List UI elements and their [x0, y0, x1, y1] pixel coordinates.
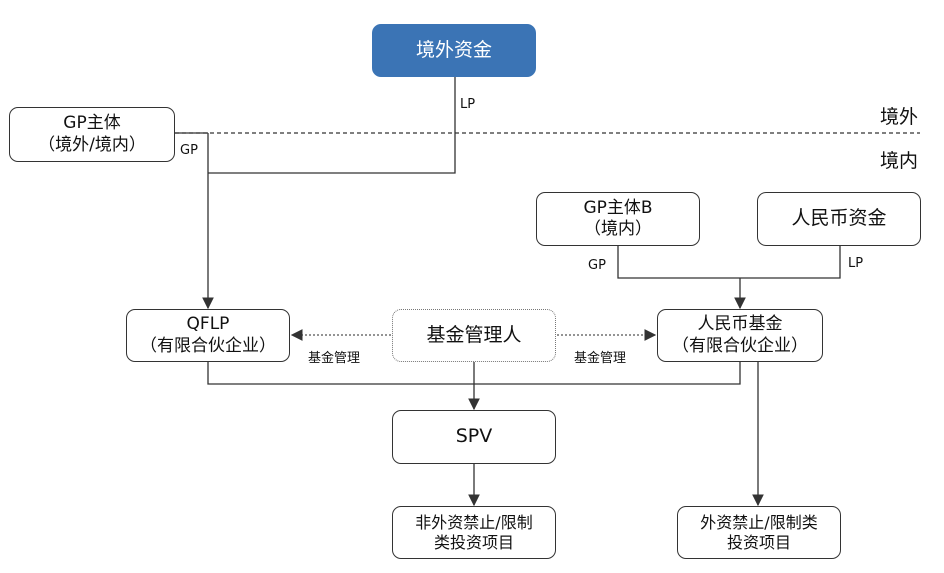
rmb-funds-label: 人民币资金 — [791, 207, 887, 230]
restricted-label-2: 投资项目 — [726, 532, 791, 552]
fund-manager-label: 基金管理人 — [426, 323, 522, 346]
offshore-boundary-label: 境外 — [880, 106, 919, 128]
gp-entity-b-label-2: （境内） — [584, 219, 652, 239]
gp-entity-label-2: （境外/境内） — [38, 134, 146, 155]
fund-manager-node: 基金管理人 — [392, 309, 556, 362]
edge-label-mgmt-left: 基金管理 — [308, 351, 361, 366]
offshore-funds-node: 境外资金 — [372, 24, 536, 77]
edge-label-mgmt-right: 基金管理 — [574, 351, 627, 366]
onshore-boundary-label: 境内 — [880, 150, 919, 172]
edge-label-lp-top: LP — [460, 97, 476, 112]
edge-label-gp-left: GP — [180, 143, 198, 158]
edge-gp-b — [617, 246, 841, 279]
non-restricted-label-2: 类投资项目 — [433, 532, 514, 552]
edge-label-lp-right: LP — [848, 256, 864, 271]
qflp-node: QFLP （有限合伙企业） — [126, 309, 290, 362]
rmb-funds-node: 人民币资金 — [757, 192, 921, 246]
qflp-label-2: （有限合伙企业） — [140, 335, 276, 356]
qflp-label-1: QFLP — [186, 314, 230, 335]
spv-node: SPV — [392, 410, 556, 464]
gp-entity-b-label-1: GP主体B — [583, 197, 653, 218]
gp-entity-b-node: GP主体B （境内） — [536, 192, 700, 246]
gp-entity-label-1: GP主体 — [63, 113, 121, 134]
non-restricted-label-1: 非外资禁止/限制 — [415, 512, 533, 532]
spv-label: SPV — [455, 425, 493, 448]
gp-entity-node: GP主体 （境外/境内） — [9, 107, 175, 162]
offshore-funds-label: 境外资金 — [415, 38, 492, 61]
edge-label-gp-right: GP — [588, 258, 606, 273]
non-restricted-projects-node: 非外资禁止/限制 类投资项目 — [392, 506, 556, 559]
rmb-fund-node: 人民币基金 （有限合伙企业） — [657, 309, 823, 362]
rmb-fund-label-2: （有限合伙企业） — [672, 335, 808, 356]
edge-offshore-lp — [208, 77, 456, 174]
restricted-projects-node: 外资禁止/限制类 投资项目 — [677, 506, 841, 559]
rmb-fund-label-1: 人民币基金 — [697, 314, 783, 335]
restricted-label-1: 外资禁止/限制类 — [700, 512, 818, 532]
